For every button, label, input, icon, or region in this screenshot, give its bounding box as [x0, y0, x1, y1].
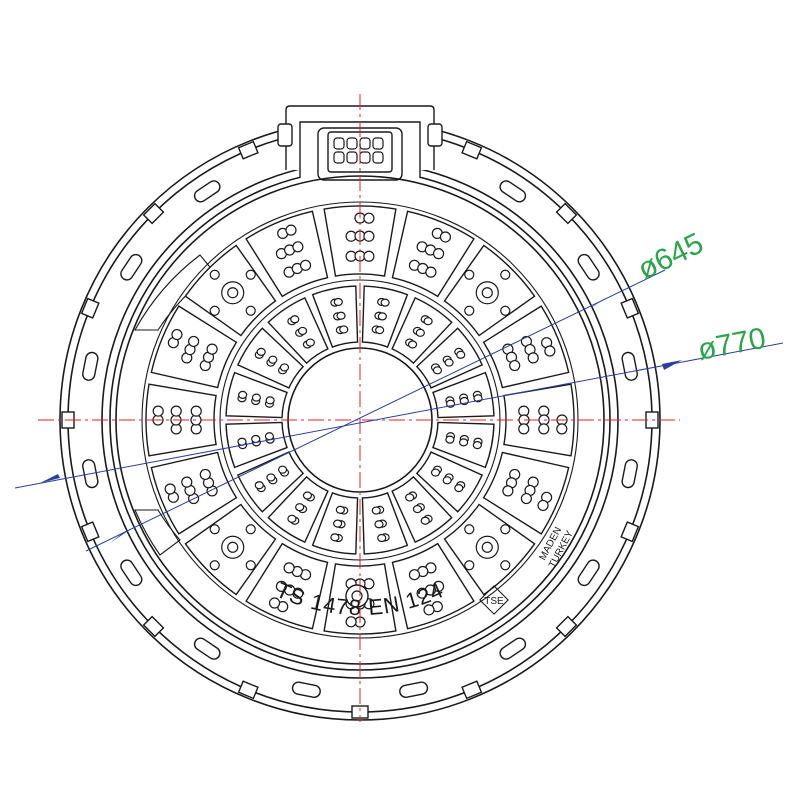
cover-panel	[150, 305, 238, 389]
frame-lug	[120, 559, 165, 638]
tse-certification-mark: TSE	[479, 585, 509, 615]
cover-panel	[184, 244, 277, 337]
cover-panel	[391, 475, 453, 544]
frame-lug	[80, 253, 143, 319]
cover-panel	[267, 475, 329, 544]
cover-panel	[415, 327, 484, 389]
cover-panel	[225, 421, 288, 469]
frame-lug	[555, 202, 600, 281]
svg-text:TSE: TSE	[484, 596, 504, 607]
frame-lug	[621, 411, 659, 489]
frame-lug	[620, 297, 640, 381]
outer-ring-panels	[145, 205, 575, 635]
cover-panel	[311, 492, 359, 555]
cover-panel	[245, 210, 329, 298]
keyhole	[345, 584, 369, 608]
cover-panel	[267, 296, 329, 365]
cover	[115, 175, 605, 665]
cover-panel	[482, 451, 570, 535]
cover-panel	[184, 503, 277, 596]
cover-panel	[150, 451, 238, 535]
cover-panel	[391, 210, 475, 298]
cover-panel	[236, 327, 305, 389]
cover-panel	[432, 421, 495, 469]
cover-panel	[361, 492, 409, 555]
cover-panel	[311, 285, 359, 348]
inner-ring-panels	[225, 285, 495, 555]
frame-lug	[399, 680, 483, 700]
frame-lug	[142, 180, 221, 225]
cover-panel	[443, 244, 536, 337]
cover-panel	[323, 205, 397, 277]
frame-lug	[461, 140, 527, 203]
cover-panel	[245, 542, 329, 630]
cover-panel	[415, 451, 484, 513]
cover-panel	[236, 451, 305, 513]
cover-panel	[391, 542, 475, 630]
frame-lug	[193, 637, 259, 700]
frame-lug	[61, 351, 99, 429]
frame-lug	[577, 521, 640, 587]
cover-panel	[391, 296, 453, 365]
frame-lug	[499, 615, 578, 660]
dimension-label-outer: ø770	[695, 322, 768, 367]
cover-panel	[443, 503, 536, 596]
dimension-label-inner: ø645	[633, 227, 709, 287]
cover-panel	[225, 371, 288, 419]
cover-panel	[361, 285, 409, 348]
hinge-holes	[333, 137, 384, 164]
frame-lug	[291, 681, 369, 719]
center-lines	[38, 94, 680, 722]
frame-lug	[80, 459, 100, 543]
